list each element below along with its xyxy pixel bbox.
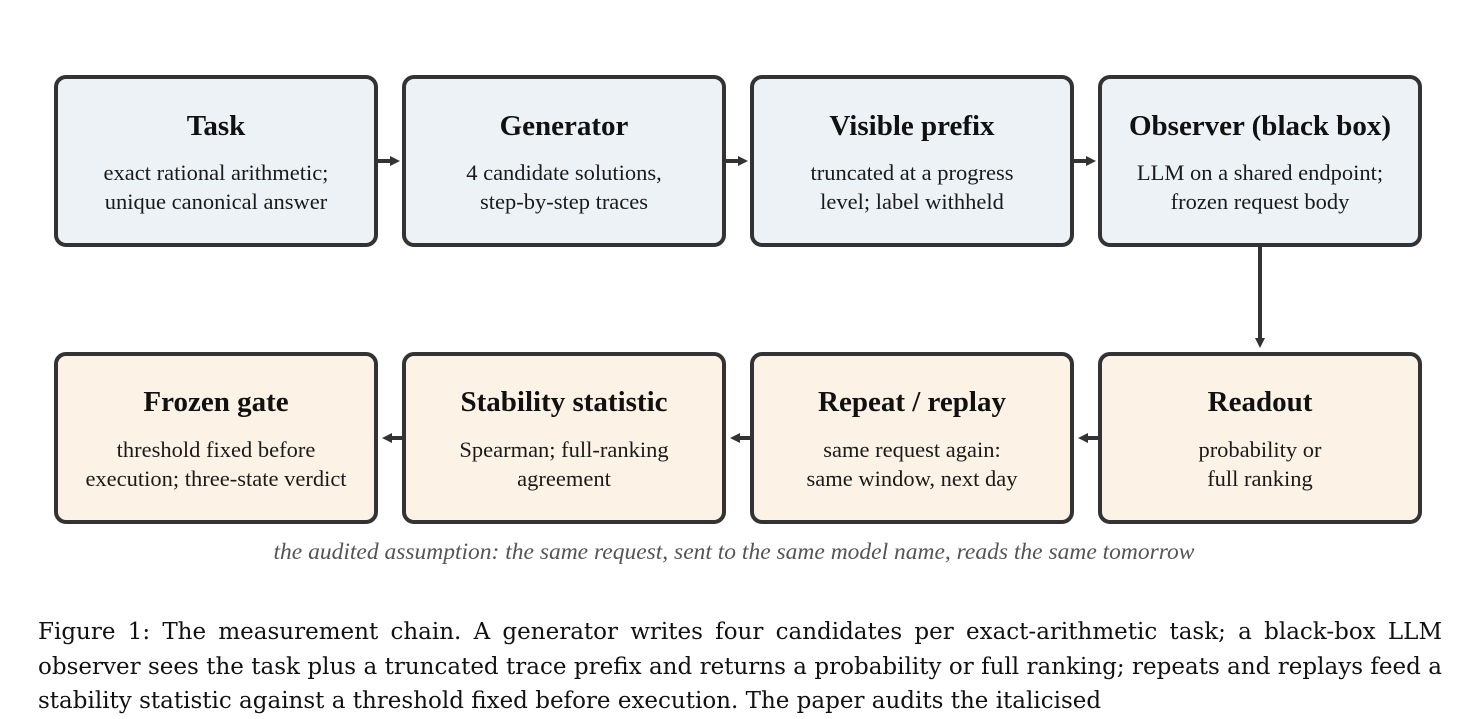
box-readout: Readout probability or full ranking — [1098, 352, 1422, 524]
box-line: frozen request body — [1171, 189, 1350, 214]
box-title: Frozen gate — [143, 386, 288, 418]
audited-assumption-caption: the audited assumption: the same request… — [274, 539, 1195, 565]
box-line: execution; three-state verdict — [85, 466, 347, 491]
figure-caption: Figure 1: The measurement chain. A gener… — [38, 619, 1442, 714]
box-task: Task exact rational arithmetic; unique c… — [54, 75, 378, 247]
box-line: LLM on a shared endpoint; — [1137, 160, 1383, 185]
box-visible-prefix: Visible prefix truncated at a progress l… — [750, 75, 1074, 247]
box-line: full ranking — [1207, 466, 1313, 491]
box-title: Task — [187, 110, 246, 142]
box-line: same request again: — [823, 437, 1000, 462]
box-line: 4 candidate solutions, — [466, 160, 662, 185]
box-line: Spearman; full-ranking — [459, 437, 668, 462]
box-line: level; label withheld — [820, 189, 1004, 214]
box-title: Generator — [500, 110, 629, 142]
box-repeat-replay: Repeat / replay same request again: same… — [750, 352, 1074, 524]
box-line: truncated at a progress — [810, 160, 1013, 185]
box-title: Visible prefix — [829, 110, 995, 142]
box-line: threshold fixed before — [117, 437, 316, 462]
box-frozen-gate: Frozen gate threshold fixed before execu… — [54, 352, 378, 524]
measurement-chain-diagram: Task exact rational arithmetic; unique c… — [54, 75, 1422, 565]
box-line: same window, next day — [807, 466, 1019, 491]
box-line: agreement — [517, 466, 611, 491]
box-title: Stability statistic — [460, 386, 667, 418]
box-line: probability or — [1198, 437, 1322, 462]
box-line: unique canonical answer — [105, 189, 328, 214]
box-generator: Generator 4 candidate solutions, step-by… — [402, 75, 726, 247]
box-line: step-by-step traces — [480, 189, 648, 214]
box-title: Observer (black box) — [1129, 110, 1391, 142]
box-line: exact rational arithmetic; — [104, 160, 329, 185]
box-observer: Observer (black box) LLM on a shared end… — [1098, 75, 1422, 247]
box-title: Repeat / replay — [818, 386, 1006, 418]
box-stability-statistic: Stability statistic Spearman; full-ranki… — [402, 352, 726, 524]
box-title: Readout — [1208, 386, 1313, 418]
